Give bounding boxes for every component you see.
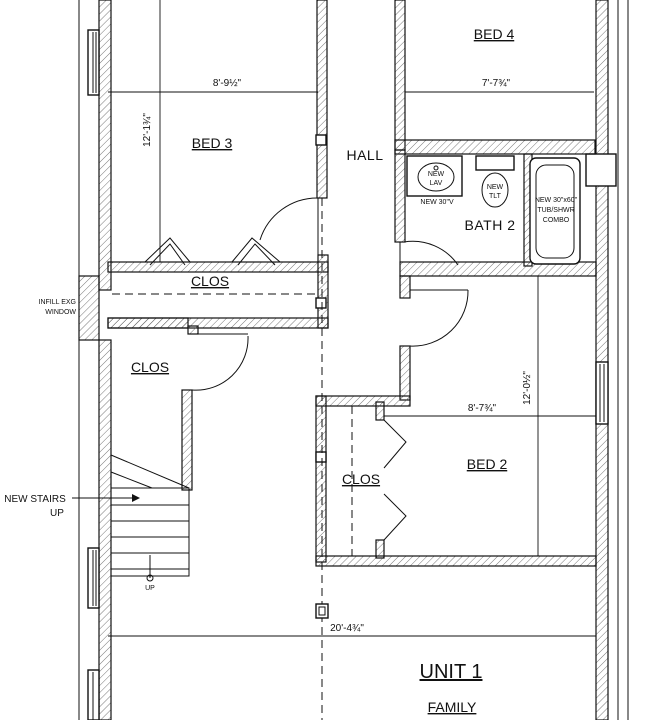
room-label-clos-bed2: CLOS — [342, 471, 380, 487]
room-label-hall: HALL — [346, 147, 383, 163]
tlt-label-1: NEW — [487, 184, 504, 191]
unit-label: UNIT 1 — [420, 661, 483, 683]
tub-label-1: NEW 30"x60" — [535, 197, 578, 204]
room-label-clos-left: CLOS — [131, 359, 169, 375]
stair-up-label: UP — [145, 585, 155, 592]
column-marker — [315, 603, 329, 619]
dim-bed2-depth: 12'-0½" — [522, 371, 533, 405]
dim-bed3-width: 8'-9½" — [213, 78, 242, 89]
infill-note-1: INFILL EXG — [39, 299, 76, 306]
lav-label-2: LAV — [430, 180, 443, 187]
bed2-walls — [315, 275, 597, 567]
tub-label-2: TUB/SHWR — [537, 207, 574, 214]
bath2-walls — [394, 149, 597, 277]
dimension-lines — [108, 0, 596, 637]
room-label-bed4: BED 4 — [474, 26, 515, 42]
stairs-note-2: UP — [50, 508, 64, 519]
room-label-clos-upper: CLOS — [191, 273, 229, 289]
room-label-bed3: BED 3 — [192, 135, 233, 151]
bed3-walls — [107, 0, 329, 329]
lav-label-1: NEW — [428, 171, 445, 178]
stair-closet-walls — [72, 317, 249, 582]
exterior-left-wall — [78, 0, 112, 720]
stairs-note-1: NEW STAIRS — [4, 494, 66, 505]
room-label-bath2: BATH 2 — [465, 217, 516, 233]
exterior-right-wall — [585, 0, 629, 720]
dim-bed3-depth: 12'-1¾" — [142, 113, 153, 147]
tlt-label-2: TLT — [489, 193, 502, 200]
vanity-label: NEW 30"V — [420, 199, 454, 206]
dim-bed4-width: 7'-7¾" — [482, 78, 511, 89]
infill-note-2: WINDOW — [45, 309, 76, 316]
dim-overall: 20'-4¾" — [330, 623, 364, 634]
room-label-bed2: BED 2 — [467, 456, 508, 472]
bed4-walls — [394, 0, 596, 155]
tub-label-3: COMBO — [543, 217, 570, 224]
dim-bed2-width: 8'-7¾" — [468, 403, 497, 414]
room-label-family: FAMILY — [428, 699, 477, 715]
